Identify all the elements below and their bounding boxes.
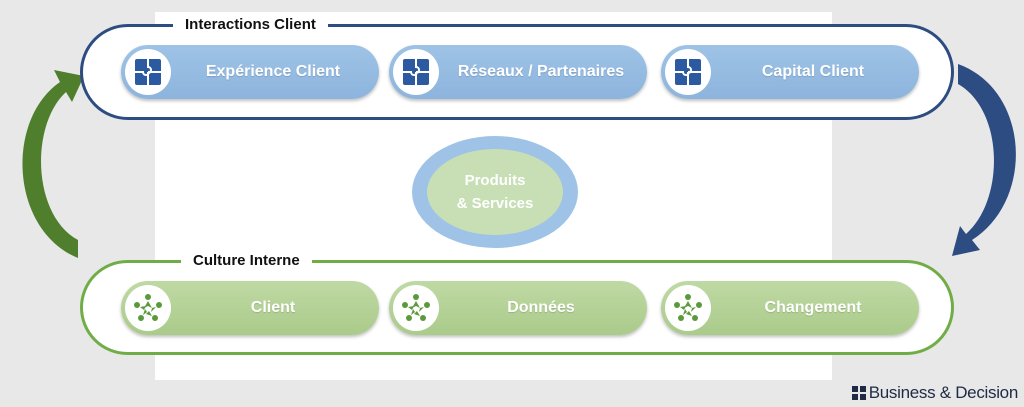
band-title: Interactions Client: [173, 14, 328, 36]
people-circle-icon: [665, 285, 711, 331]
logo-mark-icon: [851, 386, 866, 400]
pill-capital-client[interactable]: Capital Client: [661, 45, 919, 99]
band-title: Culture Interne: [181, 250, 312, 272]
center-line-1: Produits: [464, 172, 526, 189]
produits-services-inner: Produits & Services: [427, 149, 563, 235]
pill-label: Réseaux / Partenaires: [457, 63, 625, 80]
logo-text: Business & Decision: [868, 383, 1019, 402]
pill-label: Client: [250, 299, 296, 316]
produits-services-ellipse: Produits & Services: [412, 136, 578, 248]
people-circle-icon: [393, 285, 439, 331]
right-down-arrow: [952, 64, 1016, 256]
center-line-2: & Services: [456, 195, 534, 212]
puzzle-icon: [125, 49, 171, 95]
puzzle-icon: [393, 49, 439, 95]
business-decision-logo: Business & Decision: [851, 383, 1019, 403]
culture-interne-band: Culture Interne Client: [80, 250, 954, 355]
pill-reseaux-partenaires[interactable]: Réseaux / Partenaires: [389, 45, 647, 99]
pill-client[interactable]: Client: [121, 281, 379, 335]
pill-label: Données: [507, 299, 575, 316]
pill-changement[interactable]: Changement: [661, 281, 919, 335]
interactions-client-band: Interactions Client Expérience Client Ré…: [80, 14, 954, 120]
pill-experience-client[interactable]: Expérience Client: [121, 45, 379, 99]
pill-label: Expérience Client: [205, 63, 341, 80]
pill-label: Capital Client: [761, 63, 865, 80]
pill-label: Changement: [764, 299, 862, 316]
left-up-arrow: [22, 70, 84, 258]
people-circle-icon: [125, 285, 171, 331]
puzzle-icon: [665, 49, 711, 95]
pill-donnees[interactable]: Données: [389, 281, 647, 335]
